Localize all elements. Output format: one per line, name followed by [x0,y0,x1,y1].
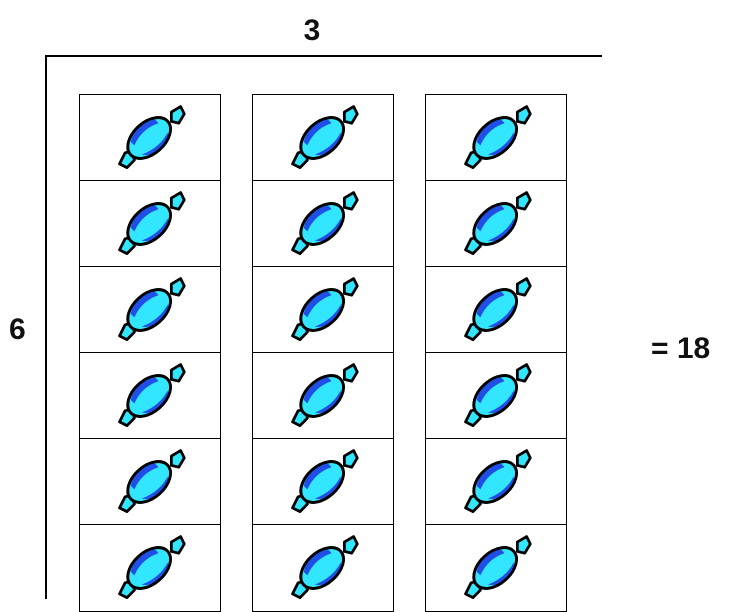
candy-icon [291,535,359,599]
candy-cell [425,352,567,440]
candy-icon [118,191,186,255]
candy-cell [252,180,394,268]
candy-column [425,94,567,612]
candy-icon [118,535,186,599]
frame-top-line [45,55,602,57]
candy-icon [464,449,532,513]
candy-cell [79,524,221,612]
columns-count-label: 3 [303,14,321,47]
candy-icon [291,449,359,513]
candy-cell [425,94,567,182]
candy-cell [79,266,221,354]
candy-cell [425,438,567,526]
candy-icon [291,105,359,169]
candy-cell [252,524,394,612]
candy-icon [118,363,186,427]
candy-icon [464,363,532,427]
candy-cell [425,524,567,612]
candy-icon [291,277,359,341]
candy-cell [425,266,567,354]
candy-icon [464,191,532,255]
candy-cell [252,266,394,354]
candy-cell [79,180,221,268]
candy-icon [464,277,532,341]
candy-cell [252,438,394,526]
rows-count-label: 6 [9,313,26,346]
candy-cell [252,352,394,440]
candy-cell [252,94,394,182]
candy-icon [464,535,532,599]
product-result-label: = 18 [651,332,711,365]
candy-cell [425,180,567,268]
candy-icon [118,449,186,513]
candy-icon [291,363,359,427]
candy-icon [118,105,186,169]
candy-icon [464,105,532,169]
candy-column [252,94,394,612]
candy-icon [118,277,186,341]
candy-cell [79,352,221,440]
candy-cell [79,438,221,526]
candy-column [79,94,221,612]
candy-cell [79,94,221,182]
candy-icon [291,191,359,255]
frame-left-line [45,55,47,599]
